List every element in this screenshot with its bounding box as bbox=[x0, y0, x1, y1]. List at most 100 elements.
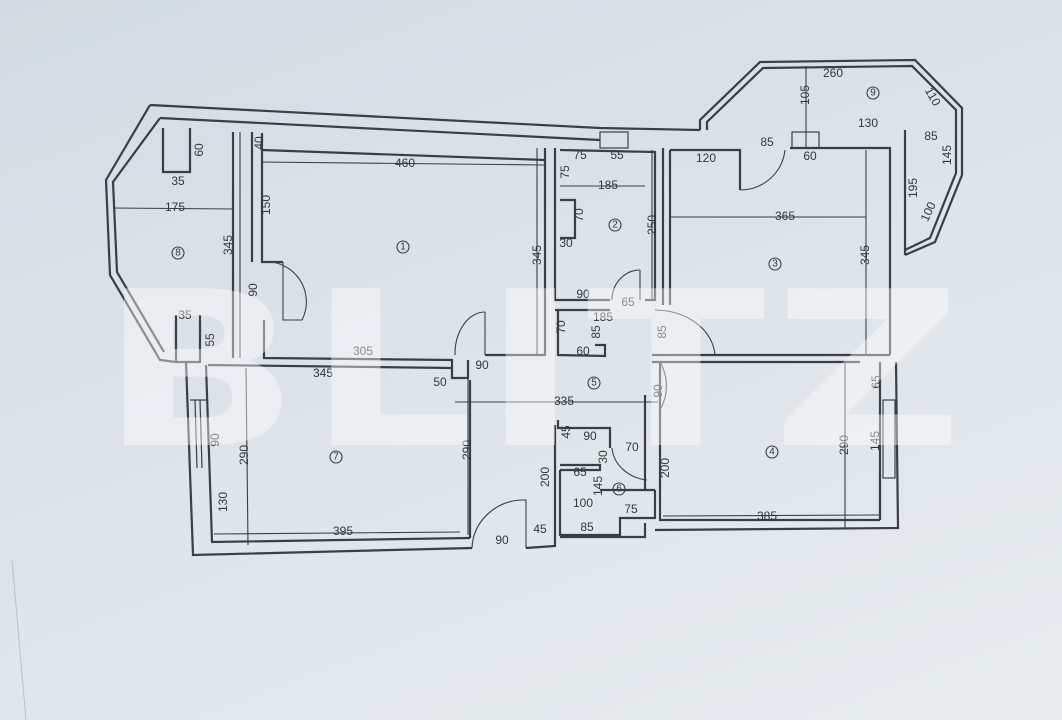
room-marker: 6 bbox=[612, 482, 626, 496]
dim-label: 85 bbox=[580, 520, 594, 534]
dim-label: 75 bbox=[558, 165, 572, 179]
dim-label: 90 bbox=[208, 433, 222, 447]
svg-text:9: 9 bbox=[870, 88, 876, 99]
room-marker: 1 bbox=[396, 240, 410, 254]
watermark-logo: BLITZ bbox=[100, 245, 970, 496]
door-hall-1 bbox=[454, 311, 486, 356]
svg-text:7: 7 bbox=[333, 452, 339, 463]
dim-label: 185 bbox=[598, 178, 618, 192]
dim-label: 45 bbox=[533, 522, 547, 536]
dim-label: 75 bbox=[573, 148, 587, 162]
room-numbers: 1 2 3 4 5 6 7 8 9 bbox=[171, 86, 880, 496]
svg-text:6: 6 bbox=[616, 484, 622, 495]
dim-label: 55 bbox=[203, 333, 217, 347]
dim-label: 30 bbox=[596, 450, 610, 464]
dim-label: 365 bbox=[775, 209, 795, 223]
dim-label: 85 bbox=[589, 325, 603, 339]
dim-label: 105 bbox=[798, 85, 812, 105]
dim-label: 345 bbox=[221, 235, 235, 255]
paper-edge bbox=[11, 559, 27, 720]
dim-label: 85 bbox=[655, 325, 669, 339]
dim-label: 70 bbox=[554, 320, 568, 334]
dim-label: 250 bbox=[645, 215, 659, 235]
dim-label: 75 bbox=[624, 502, 638, 516]
room-marker: 2 bbox=[608, 218, 622, 232]
svg-text:1: 1 bbox=[400, 242, 406, 253]
dim-label: 100 bbox=[573, 496, 593, 510]
dim-label: 290 bbox=[837, 435, 851, 455]
svg-text:4: 4 bbox=[769, 447, 775, 458]
dim-label: 290 bbox=[237, 445, 251, 465]
dim-label: 130 bbox=[216, 492, 230, 512]
dim-label: 90 bbox=[583, 429, 597, 443]
dim-label: 100 bbox=[918, 199, 939, 223]
dim-label: 50 bbox=[433, 375, 447, 389]
room-marker: 4 bbox=[765, 445, 779, 459]
dim-label: 145 bbox=[591, 476, 605, 496]
dim-label: 130 bbox=[858, 116, 878, 130]
dim-label: 335 bbox=[554, 394, 574, 408]
dim-label: 305 bbox=[353, 344, 373, 358]
dim-label: 185 bbox=[593, 310, 613, 324]
dim-label: 120 bbox=[696, 151, 716, 165]
dimension-labels: 35 60 40 460 175 150 345 345 90 35 55 30… bbox=[165, 66, 954, 547]
room-marker: 7 bbox=[329, 450, 343, 464]
door-room-1 bbox=[261, 261, 307, 321]
dim-label: 460 bbox=[395, 156, 415, 170]
dim-label: 55 bbox=[610, 148, 624, 162]
dim-label: 35 bbox=[171, 174, 185, 188]
dim-label: 290 bbox=[460, 440, 474, 460]
room-marker: 5 bbox=[587, 376, 601, 390]
dim-label: 90 bbox=[475, 358, 489, 372]
walls bbox=[104, 58, 964, 557]
svg-text:5: 5 bbox=[591, 378, 597, 389]
dim-label: 60 bbox=[576, 344, 590, 358]
doors bbox=[261, 149, 786, 549]
dim-label: 70 bbox=[572, 208, 586, 222]
dim-label: 175 bbox=[165, 200, 185, 214]
dim-label: 110 bbox=[922, 85, 944, 109]
dim-label: 90 bbox=[576, 287, 590, 301]
dim-label: 260 bbox=[823, 66, 843, 80]
dim-label: 90 bbox=[495, 533, 509, 547]
dimension-lines bbox=[112, 66, 881, 546]
door-room-9 bbox=[739, 149, 786, 191]
dim-label: 200 bbox=[538, 467, 552, 487]
svg-text:8: 8 bbox=[175, 248, 181, 259]
dim-label: 345 bbox=[313, 366, 333, 380]
dim-label: 150 bbox=[259, 195, 273, 215]
door-entrance bbox=[471, 499, 527, 549]
dim-label: 395 bbox=[333, 524, 353, 538]
dim-label: 195 bbox=[906, 178, 920, 198]
dim-label: 85 bbox=[924, 129, 938, 143]
dim-label: 200 bbox=[658, 458, 672, 478]
dim-label: 60 bbox=[192, 143, 206, 157]
dim-label: 65 bbox=[573, 465, 587, 479]
room-marker: 8 bbox=[171, 246, 185, 260]
room-marker: 9 bbox=[866, 86, 880, 100]
dim-label: 90 bbox=[246, 283, 260, 297]
dim-label: 65 bbox=[621, 295, 635, 309]
dim-label: 145 bbox=[868, 431, 882, 451]
dim-label: 30 bbox=[559, 236, 573, 250]
dim-label: 70 bbox=[625, 440, 639, 454]
dim-label: 345 bbox=[530, 245, 544, 265]
dim-label: 345 bbox=[858, 245, 872, 265]
door-room-4 bbox=[659, 361, 667, 411]
door-room-2 bbox=[611, 269, 641, 301]
dim-label: 45 bbox=[559, 425, 573, 439]
dim-label: 85 bbox=[760, 135, 774, 149]
dim-label: 60 bbox=[803, 149, 817, 163]
dim-label: 145 bbox=[940, 145, 954, 165]
svg-text:2: 2 bbox=[612, 220, 618, 231]
door-room-6 bbox=[611, 447, 648, 481]
dim-label: 35 bbox=[178, 308, 192, 322]
dim-label: 385 bbox=[757, 509, 777, 523]
room-marker: 3 bbox=[768, 257, 782, 271]
dim-label: 65 bbox=[869, 375, 883, 389]
door-room-3 bbox=[654, 309, 716, 356]
dim-label: 90 bbox=[651, 384, 665, 398]
svg-text:3: 3 bbox=[772, 259, 778, 270]
dim-label: 40 bbox=[252, 136, 266, 150]
